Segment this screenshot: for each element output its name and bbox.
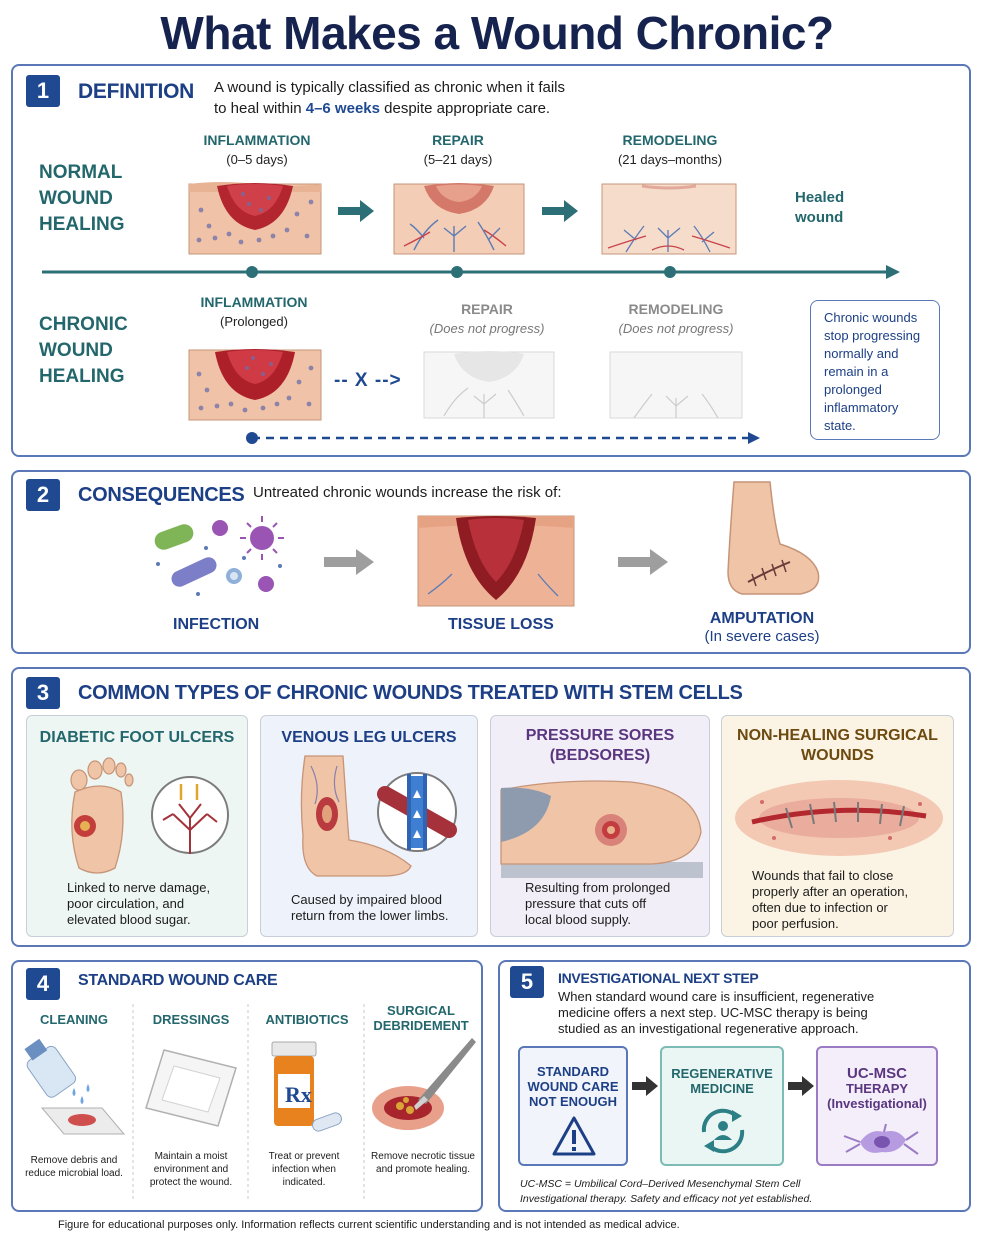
dressing-pad-icon [145,1049,237,1127]
consequences-intro: Untreated chronic wounds increase the ri… [253,484,562,501]
investigational-text: When standard wound care is insufficient… [558,989,875,1036]
cleaning-column: CLEANING [40,1012,108,1027]
amputated-foot-illustration [727,481,820,595]
chronic-timeline [246,432,760,444]
section-heading: STANDARD WOUND CARE [78,972,278,989]
normal-timeline [42,265,900,279]
arrow-right-icon [618,549,668,575]
tissue-loss-label: TISSUE LOSS [448,616,554,633]
diabetic-foot-ulcer-card: DIABETIC FOOT ULCERS Linked to nerve dam… [26,715,248,937]
definition-text: A wound is typically classified as chron… [214,79,565,117]
section-heading: INVESTIGATIONAL NEXT STEP [558,970,759,986]
footer-disclaimer: Figure for educational purposes only. In… [58,1219,680,1231]
leg-ulcer-illustration [300,755,412,877]
faded-remodeling-skin-illustration [609,351,743,419]
foot-ulcer-illustration [70,757,134,874]
stage-label-remodeling: REMODELING(21 days–months) [617,132,723,167]
arrow-right-icon [338,200,374,222]
stage-label-remodeling-stalled: REMODELING(Does not progress) [618,301,734,336]
section-number: 4 [26,968,60,1000]
section-heading: DEFINITION [78,80,194,103]
repair-skin-illustration [393,183,525,255]
section-number: 3 [26,677,60,709]
rx-symbol: Rx [285,1082,312,1107]
stage-label-inflammation: INFLAMMATION(0–5 days) [203,132,311,167]
stage-label-repair: REPAIR(5–21 days) [423,132,493,167]
pressure-sore-illustration [500,780,703,878]
column-dividers [132,1004,365,1200]
infection-label: INFECTION [173,616,260,633]
arrow-right-icon [632,1076,658,1096]
warning-icon [552,1116,596,1156]
vein-valve-icon [377,772,457,852]
scalpel-icon [372,1038,476,1130]
inflammation-skin-illustration [188,182,322,255]
nerve-damage-icon [151,776,229,854]
arrow-right-icon [542,200,578,222]
prolonged-inflammation-skin-illustration [188,349,322,421]
stage-label-inflammation-prolonged: INFLAMMATION(Prolonged) [200,294,308,329]
section-heading: COMMON TYPES OF CHRONIC WOUNDS TREATED W… [78,682,743,704]
standard-wound-care-panel [11,960,483,1212]
amputation-label: AMPUTATION (In severe cases) [704,610,820,645]
blocked-progress-arrow: -- X --> [334,370,402,391]
regeneration-cycle-icon [701,1108,745,1154]
faded-repair-skin-illustration [423,351,555,419]
saline-bottle-icon [24,1038,126,1135]
surgical-incision-illustration [735,780,943,856]
venous-leg-ulcer-card: VENOUS LEG ULCERS Caused by impaired blo… [260,715,478,937]
dressings-column: DRESSINGS [152,1012,230,1027]
arrow-right-icon [788,1076,814,1096]
tissue-loss-illustration [417,515,575,607]
section-number: 5 [510,966,544,998]
pill-bottle-icon [271,1041,342,1132]
section-number: 1 [26,75,60,107]
page-title: What Makes a Wound Chronic? [160,7,834,59]
stem-cell-icon [843,1123,919,1155]
section-heading: CONSEQUENCES [78,484,245,506]
antibiotics-column: ANTIBIOTICS [265,1012,349,1027]
bacteria-virus-icon [154,516,284,596]
pressure-sore-card: PRESSURE SORES(BEDSORES) Resulting from … [490,715,710,937]
section-number: 2 [26,479,60,511]
stage-label-repair-stalled: REPAIR(Does not progress) [429,301,545,336]
remodeling-skin-illustration [601,183,737,255]
uc-msc-footnote: UC-MSC = Umbilical Cord–Derived Mesenchy… [520,1178,813,1205]
arrow-right-icon [324,549,374,575]
